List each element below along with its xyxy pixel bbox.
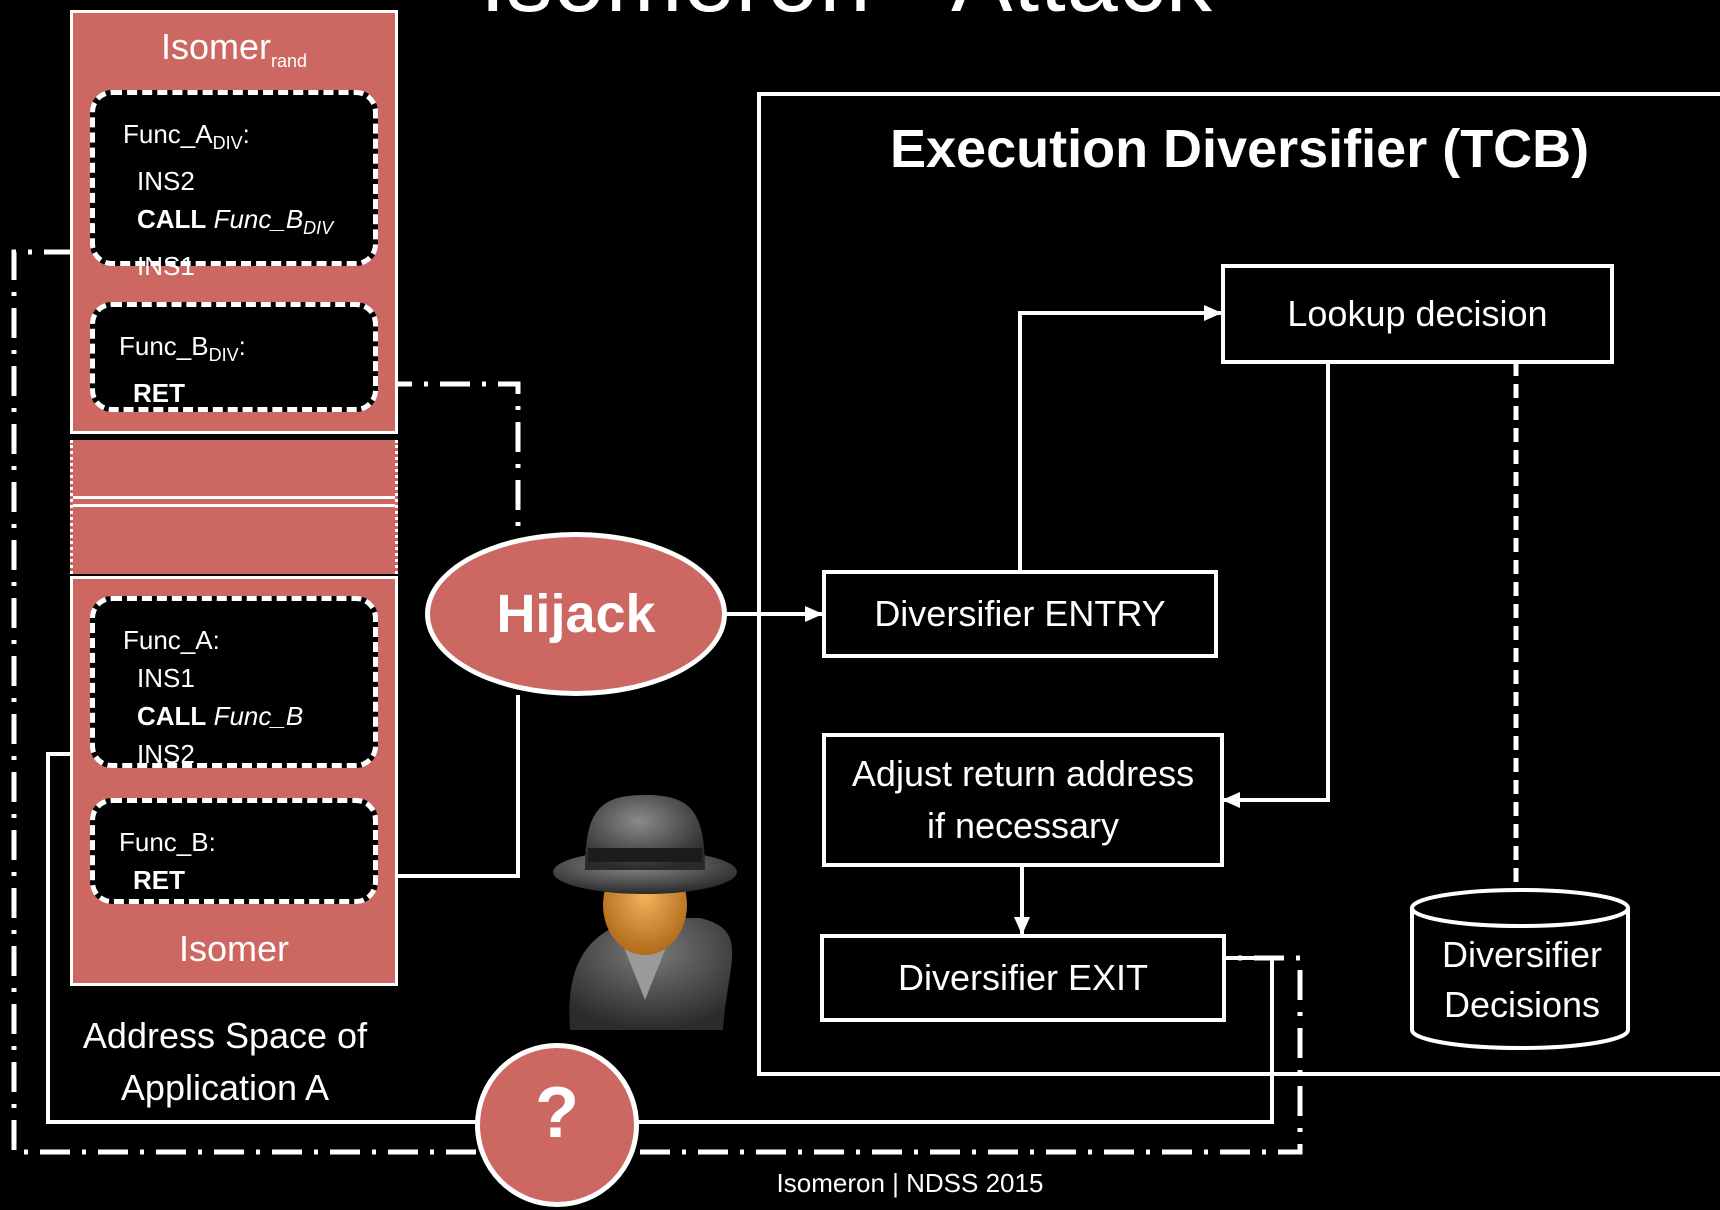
memory-gap-region — [70, 440, 398, 574]
exit-to-ins2-line — [46, 749, 1274, 1124]
func-a-block: Func_A: INS1 CALL Func_B INS2 — [90, 596, 378, 769]
lookup-to-adjust-arrow — [1222, 362, 1330, 808]
hacker-icon — [553, 795, 737, 1030]
question-circle: ? — [475, 1043, 639, 1207]
hijack-ellipse: Hijack — [425, 532, 727, 696]
isomer-label: Isomer — [178, 928, 290, 969]
entry-to-lookup-arrow — [1018, 305, 1222, 572]
isomer-rand-label: Isomerrand — [160, 26, 308, 72]
func-a-div-block: Func_ADIV: INS2 CALL Func_BDIV INS1 — [90, 90, 378, 281]
footer-text: Isomeron | NDSS 2015 — [776, 1168, 1044, 1198]
func-b-div-block: Func_BDIV: RET — [90, 302, 378, 412]
func-b-block: Func_B: RET — [90, 798, 378, 904]
tcb-title: Execution Diversifier (TCB) — [890, 119, 1590, 179]
diversifier-decisions-label: Diversifier Decisions — [1441, 934, 1602, 1025]
dashdot-left-path — [11, 247, 476, 1155]
adjust-return-address-box: Adjust return address if necessary — [822, 733, 1224, 867]
slide-title: Isomeron - Attack — [480, 0, 1213, 33]
address-space-label: Address Space of Application A — [82, 1015, 368, 1108]
lookup-decision-box: Lookup decision — [1221, 264, 1614, 364]
database-icon — [1410, 888, 1630, 1050]
tcb-container — [757, 92, 1720, 1076]
diversifier-exit-box: Diversifier EXIT — [820, 934, 1226, 1022]
diversifier-entry-box: Diversifier ENTRY — [822, 570, 1218, 658]
